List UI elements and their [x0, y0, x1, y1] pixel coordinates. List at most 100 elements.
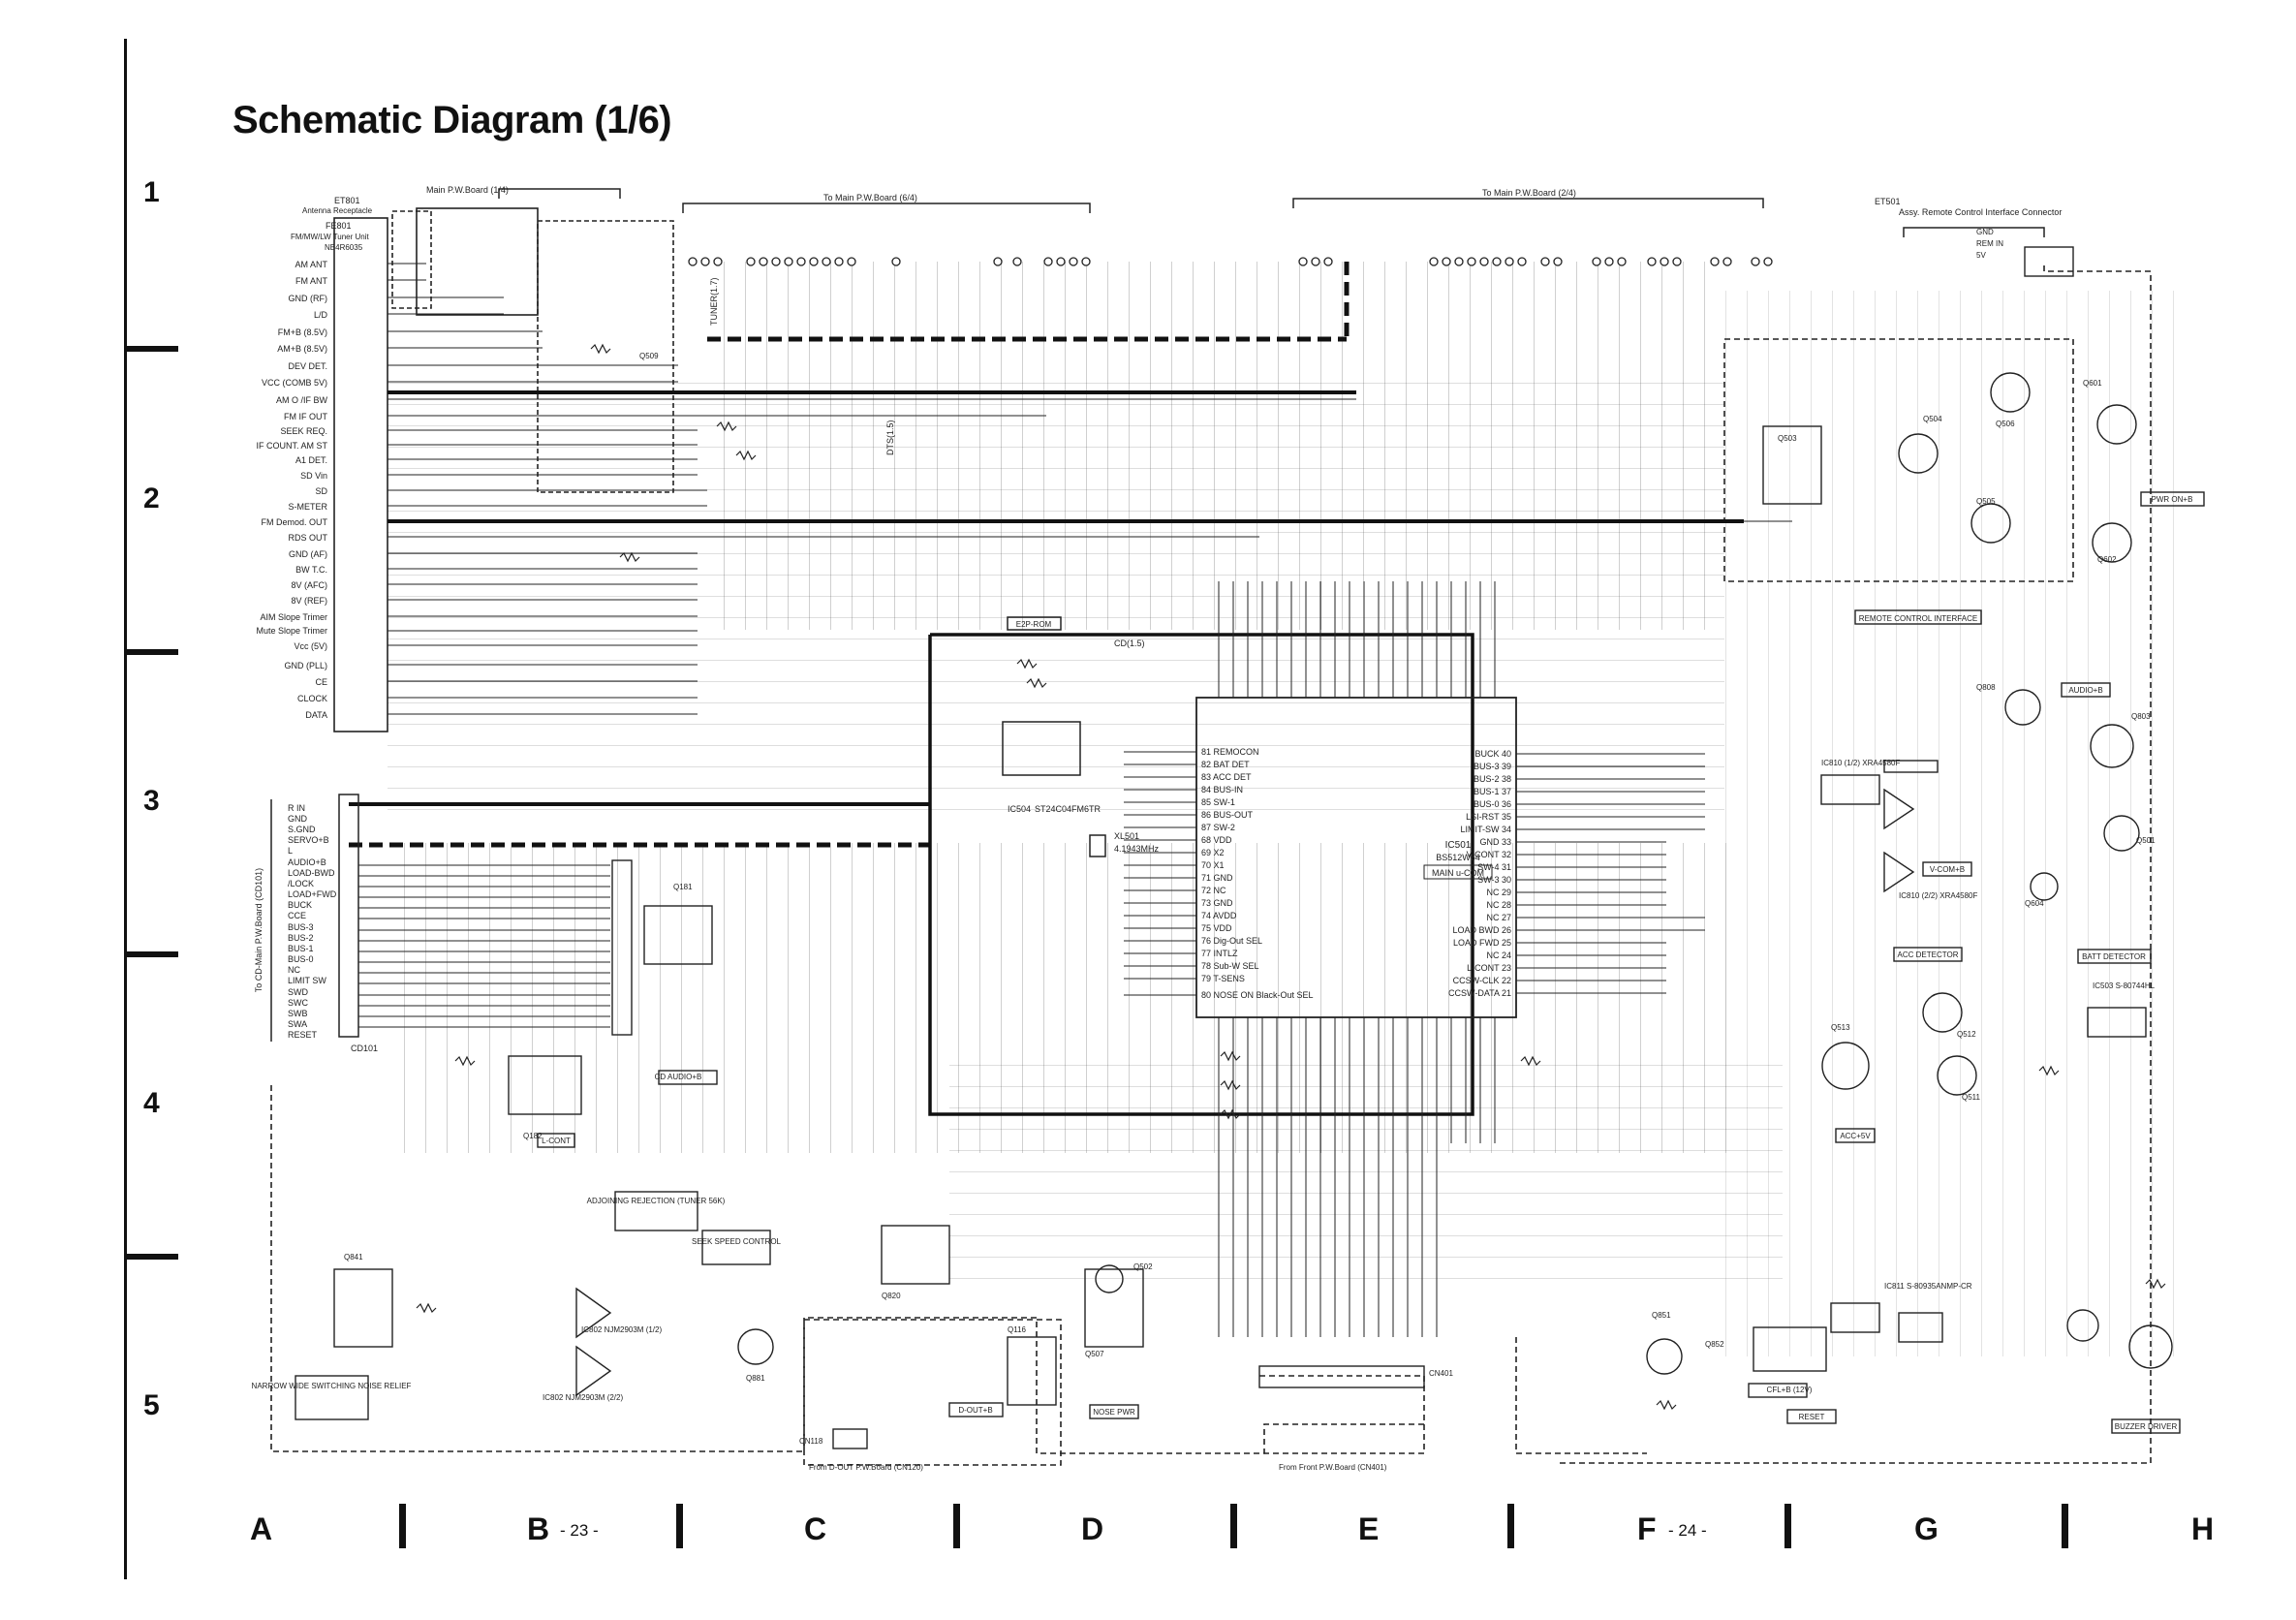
svg-text:LIMIT-SW 34: LIMIT-SW 34 [1460, 825, 1511, 834]
svg-text:77 INTLZ: 77 INTLZ [1201, 949, 1238, 958]
eeprom-part: ST24C04FM6TR [1035, 804, 1101, 814]
svg-text:AM O /IF BW: AM O /IF BW [276, 395, 328, 405]
ic802-a: IC802 NJM2903M (1/2) [581, 1325, 662, 1334]
svg-text:BUCK: BUCK [288, 900, 312, 910]
transistor-refs: Q509 Q503 Q504 Q505 Q506 Q601 Q602 Q808 … [344, 352, 2156, 1383]
svg-text:Q512: Q512 [1957, 1030, 1976, 1039]
svg-text:FM+B (8.5V): FM+B (8.5V) [278, 327, 327, 337]
svg-text:NC 29: NC 29 [1486, 888, 1511, 897]
svg-text:SWA: SWA [288, 1019, 307, 1029]
svg-text:Q501: Q501 [2136, 836, 2156, 845]
crystal-value: 4.1943MHz [1114, 844, 1160, 854]
svg-text:Q881: Q881 [746, 1374, 765, 1383]
svg-text:Q601: Q601 [2083, 379, 2102, 388]
cn401-label: CN401 [1429, 1369, 1453, 1378]
left-lower-circuits [295, 905, 1144, 1420]
svg-text:FM ANT: FM ANT [295, 276, 328, 286]
remote-interface-label: REMOTE CONTROL INTERFACE [1859, 614, 1977, 623]
ic501-pin-stubs [1124, 581, 1705, 1337]
ic810-b: IC810 (2/2) XRA4580F [1899, 891, 1977, 900]
row-tick [124, 649, 178, 655]
page-number-right: - 24 - [1668, 1521, 1707, 1540]
svg-text:5V: 5V [1976, 251, 1986, 260]
d-out-link: From D-OUT P.W.Board (CN120) [809, 1463, 923, 1472]
svg-text:FM IF OUT: FM IF OUT [284, 412, 327, 421]
svg-text:SERVO+B: SERVO+B [288, 835, 329, 845]
svg-text:70 X1: 70 X1 [1201, 860, 1225, 870]
svg-text:78 Sub-W SEL: 78 Sub-W SEL [1201, 961, 1259, 971]
svg-text:SWD: SWD [288, 987, 308, 997]
l-cont-label: L-CONT [542, 1137, 571, 1145]
svg-text:87 SW-2: 87 SW-2 [1201, 823, 1235, 832]
svg-text:Q505: Q505 [1976, 497, 1996, 506]
svg-text:73 GND: 73 GND [1201, 898, 1233, 908]
column-label-f: F [1637, 1511, 1657, 1546]
svg-text:R IN: R IN [288, 803, 305, 813]
top-connector-stubs [688, 257, 1773, 266]
svg-text:BUS-1: BUS-1 [288, 944, 314, 953]
column-label-g: G [1914, 1511, 1939, 1546]
cd-pin-labels: R IN GND S.GND SERVO+B L AUDIO+B LOAD-BW… [288, 803, 337, 1040]
column-separator [676, 1504, 683, 1548]
svg-text:LOAD+FWD: LOAD+FWD [288, 889, 337, 899]
row-label-2: 2 [143, 483, 160, 514]
svg-text:GND (PLL): GND (PLL) [284, 661, 327, 670]
svg-text:72 NC: 72 NC [1201, 886, 1226, 895]
svg-text:AM+B (8.5V): AM+B (8.5V) [277, 344, 327, 354]
remote-assy-label: Assy. Remote Control Interface Connector [1899, 207, 2062, 217]
cd-connector-label: To CD-Main P.W.Board (CD101) [254, 868, 264, 992]
cd-audio-label: CD AUDIO+B [655, 1073, 702, 1081]
svg-text:Q509: Q509 [639, 352, 659, 360]
svg-text:GND: GND [288, 814, 308, 824]
crystal-ref: XL501 [1114, 831, 1139, 841]
svg-text:CE: CE [315, 677, 327, 687]
svg-text:GND 33: GND 33 [1479, 837, 1511, 847]
svg-text:BUS-1 37: BUS-1 37 [1474, 787, 1511, 796]
acc-detector-label: ACC DETECTOR [1898, 950, 1959, 959]
svg-text:LSI-RST 35: LSI-RST 35 [1466, 812, 1511, 822]
cd-bus-label: CD(1.5) [1114, 639, 1145, 648]
column-label-a: A [250, 1511, 273, 1546]
svg-text:8V (AFC): 8V (AFC) [291, 580, 327, 590]
svg-text:NC 28: NC 28 [1486, 900, 1511, 910]
svg-text:S-METER: S-METER [289, 502, 328, 512]
column-label-c: C [804, 1511, 827, 1546]
svg-text:84 BUS-IN: 84 BUS-IN [1201, 785, 1243, 794]
svg-text:BW T.C.: BW T.C. [295, 565, 327, 575]
batt-detector-label: BATT DETECTOR [2082, 952, 2146, 961]
svg-text:L/D: L/D [314, 310, 328, 320]
svg-text:69 X2: 69 X2 [1201, 848, 1225, 857]
tuner-connector-ref: ET801 [334, 196, 360, 205]
svg-text:BUS-3: BUS-3 [288, 922, 314, 932]
ic501-right-pins: BUCK 40 BUS-3 39 BUS-2 38 BUS-1 37 BUS-0… [1448, 749, 1511, 998]
ic811-label: IC811 S-80935ANMP-CR [1884, 1282, 1972, 1291]
svg-text:SW-3 30: SW-3 30 [1477, 875, 1511, 885]
svg-text:CCE: CCE [288, 911, 306, 920]
tuner-bus-label: TUNER(1.7) [709, 277, 719, 326]
svg-text:REM IN: REM IN [1976, 239, 2003, 248]
adjoining-label: ADJOINING REJECTION (TUNER 56K) [587, 1197, 726, 1205]
front-link: From Front P.W.Board (CN401) [1279, 1463, 1387, 1472]
column-label-h: H [2191, 1511, 2215, 1546]
reset-label: RESET [1799, 1413, 1825, 1421]
svg-text:Mute Slope Trimer: Mute Slope Trimer [256, 626, 327, 636]
svg-text:NC 27: NC 27 [1486, 913, 1511, 922]
row-tick [124, 951, 178, 957]
svg-text:Q116: Q116 [1008, 1325, 1027, 1334]
svg-text:GND (RF): GND (RF) [289, 294, 328, 303]
svg-text:SD Vin: SD Vin [300, 471, 327, 481]
wiring-field-right [1724, 291, 2189, 1356]
svg-text:CLOCK: CLOCK [297, 694, 327, 703]
row-tick [124, 346, 178, 352]
svg-text:BUCK 40: BUCK 40 [1474, 749, 1511, 759]
tuner-module-part: NB4R6035 [325, 243, 363, 252]
svg-text:82 BAT DET: 82 BAT DET [1201, 760, 1250, 769]
svg-text:81 REMOCON: 81 REMOCON [1201, 747, 1259, 757]
d-out-label: D-OUT+B [958, 1406, 992, 1415]
svg-text:68 VDD: 68 VDD [1201, 835, 1232, 845]
svg-text:CCSW-CLK 22: CCSW-CLK 22 [1453, 976, 1511, 985]
svg-text:LIMIT SW: LIMIT SW [288, 976, 326, 985]
svg-text:NC 24: NC 24 [1486, 950, 1511, 960]
column-separator [1784, 1504, 1791, 1548]
svg-text:/LOCK: /LOCK [288, 879, 314, 888]
